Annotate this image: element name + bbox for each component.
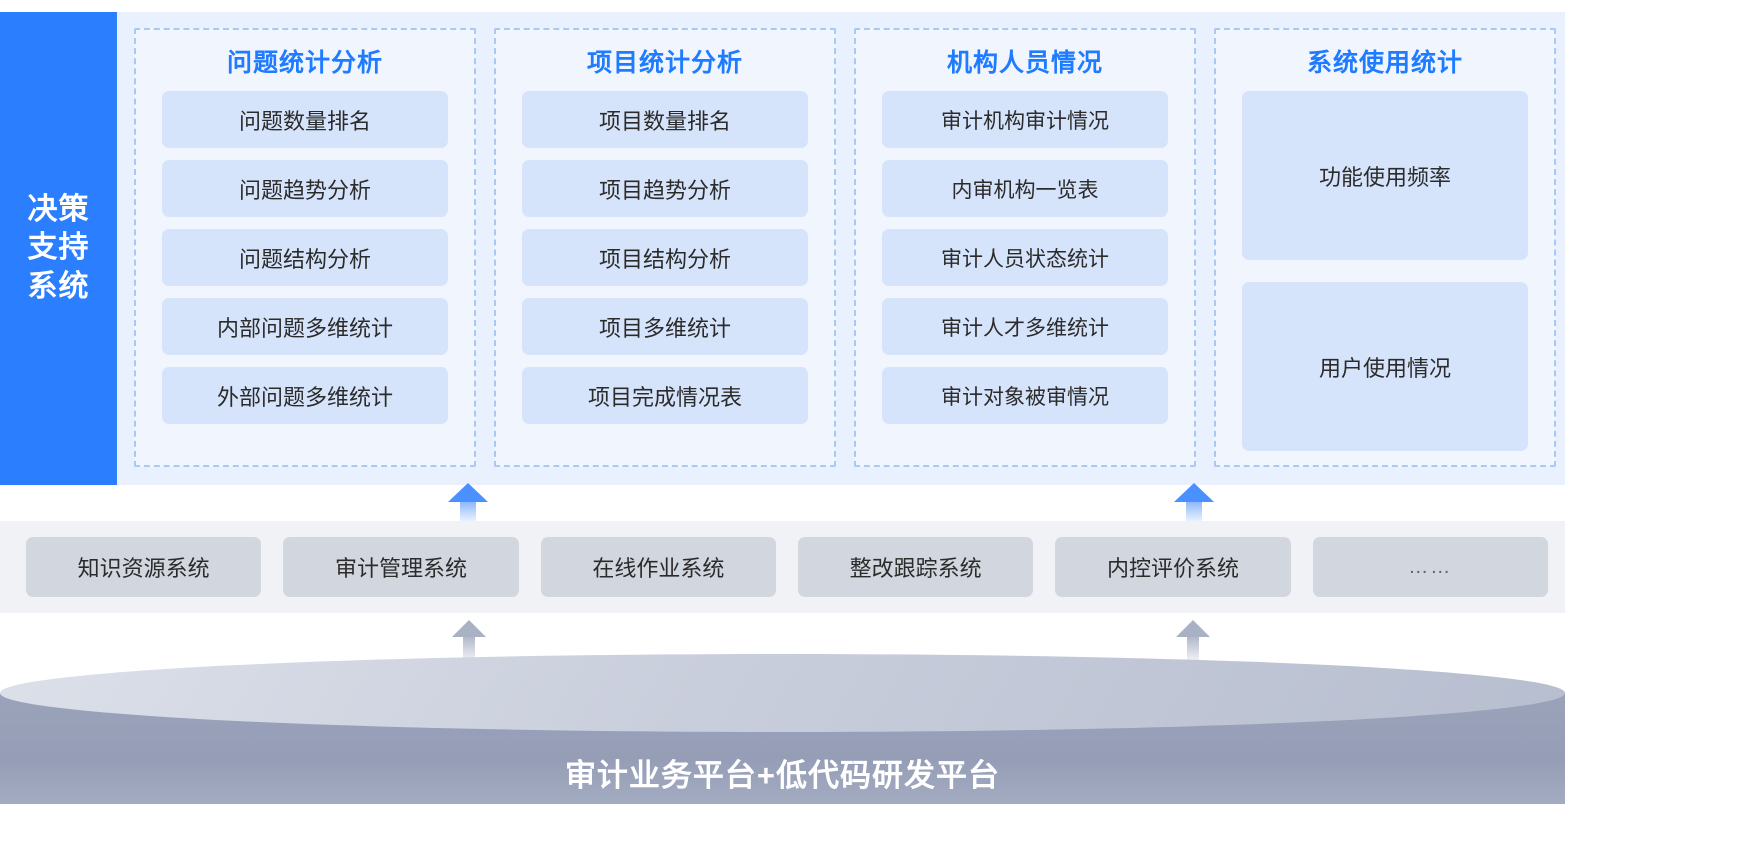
list-item[interactable]: 内部问题多维统计: [162, 298, 448, 355]
column-title: 机构人员情况: [946, 49, 1103, 77]
decision-line-1: 决策: [27, 192, 90, 226]
column-problem-statistics: 问题统计分析 问题数量排名 问题趋势分析 问题结构分析 内部问题多维统计 外部问…: [134, 28, 476, 467]
decision-line-3: 系统: [27, 269, 90, 303]
decision-line-2: 支持: [27, 231, 90, 265]
arrow-head: [452, 620, 486, 637]
decision-support-bar: 决策 支持 系统: [0, 12, 117, 485]
system-box[interactable]: 内控评价系统: [1055, 537, 1291, 597]
source-systems-region: 知识资源系统 审计管理系统 在线作业系统 整改跟踪系统 内控评价系统 ……: [0, 521, 1565, 613]
column-item-list: 问题数量排名 问题趋势分析 问题结构分析 内部问题多维统计 外部问题多维统计: [162, 91, 448, 451]
list-item[interactable]: 功能使用频率: [1242, 91, 1528, 260]
cylinder-clip-mask: [0, 804, 1565, 860]
arrow-head: [1176, 620, 1210, 637]
decision-support-label: 决策 支持 系统: [28, 191, 90, 306]
list-item[interactable]: 用户使用情况: [1242, 282, 1528, 451]
platform-label: 审计业务平台+低代码研发平台: [564, 758, 1001, 793]
arrow-head: [448, 483, 488, 502]
list-item[interactable]: 审计机构审计情况: [882, 91, 1168, 148]
list-item[interactable]: 项目趋势分析: [522, 160, 808, 217]
up-arrow-blue-right: [1174, 483, 1214, 521]
system-box[interactable]: 知识资源系统: [26, 537, 262, 597]
platform-cylinder: 审计业务平台+低代码研发平台: [0, 654, 1565, 860]
column-project-statistics: 项目统计分析 项目数量排名 项目趋势分析 项目结构分析 项目多维统计 项目完成情…: [494, 28, 836, 467]
list-item[interactable]: 项目多维统计: [522, 298, 808, 355]
decision-support-region: 决策 支持 系统 问题统计分析 问题数量排名 问题趋势分析 问题结构分析 内部问…: [0, 12, 1565, 485]
list-item[interactable]: 外部问题多维统计: [162, 367, 448, 424]
system-box[interactable]: 审计管理系统: [283, 537, 519, 597]
arrow-shaft: [460, 499, 476, 521]
column-system-usage: 系统使用统计 功能使用频率 用户使用情况: [1214, 28, 1556, 467]
up-arrow-gray-right: [1176, 620, 1210, 666]
column-organization-personnel: 机构人员情况 审计机构审计情况 内审机构一览表 审计人员状态统计 审计人才多维统…: [854, 28, 1196, 467]
list-item[interactable]: 项目结构分析: [522, 229, 808, 286]
system-box-more[interactable]: ……: [1312, 537, 1548, 597]
up-arrow-blue-left: [448, 483, 488, 521]
analysis-columns-panel: 问题统计分析 问题数量排名 问题趋势分析 问题结构分析 内部问题多维统计 外部问…: [117, 12, 1565, 485]
column-title: 项目统计分析: [586, 49, 743, 77]
list-item[interactable]: 问题结构分析: [162, 229, 448, 286]
list-item[interactable]: 内审机构一览表: [882, 160, 1168, 217]
arrow-shaft: [1187, 634, 1199, 666]
list-item[interactable]: 项目数量排名: [522, 91, 808, 148]
column-title: 问题统计分析: [226, 49, 383, 77]
column-item-list: 功能使用频率 用户使用情况: [1242, 91, 1528, 451]
list-item[interactable]: 项目完成情况表: [522, 367, 808, 424]
arrow-head: [1174, 483, 1214, 502]
list-item[interactable]: 审计对象被审情况: [882, 367, 1168, 424]
column-item-list: 审计机构审计情况 内审机构一览表 审计人员状态统计 审计人才多维统计 审计对象被…: [882, 91, 1168, 451]
list-item[interactable]: 审计人才多维统计: [882, 298, 1168, 355]
system-box[interactable]: 整改跟踪系统: [797, 537, 1034, 597]
system-box[interactable]: 在线作业系统: [540, 537, 776, 597]
column-title: 系统使用统计: [1306, 49, 1463, 77]
cylinder-top-ellipse: [0, 654, 1565, 732]
list-item[interactable]: 问题趋势分析: [162, 160, 448, 217]
list-item[interactable]: 审计人员状态统计: [882, 229, 1168, 286]
arrow-shaft: [1186, 499, 1202, 521]
list-item[interactable]: 问题数量排名: [162, 91, 448, 148]
column-item-list: 项目数量排名 项目趋势分析 项目结构分析 项目多维统计 项目完成情况表: [522, 91, 808, 451]
